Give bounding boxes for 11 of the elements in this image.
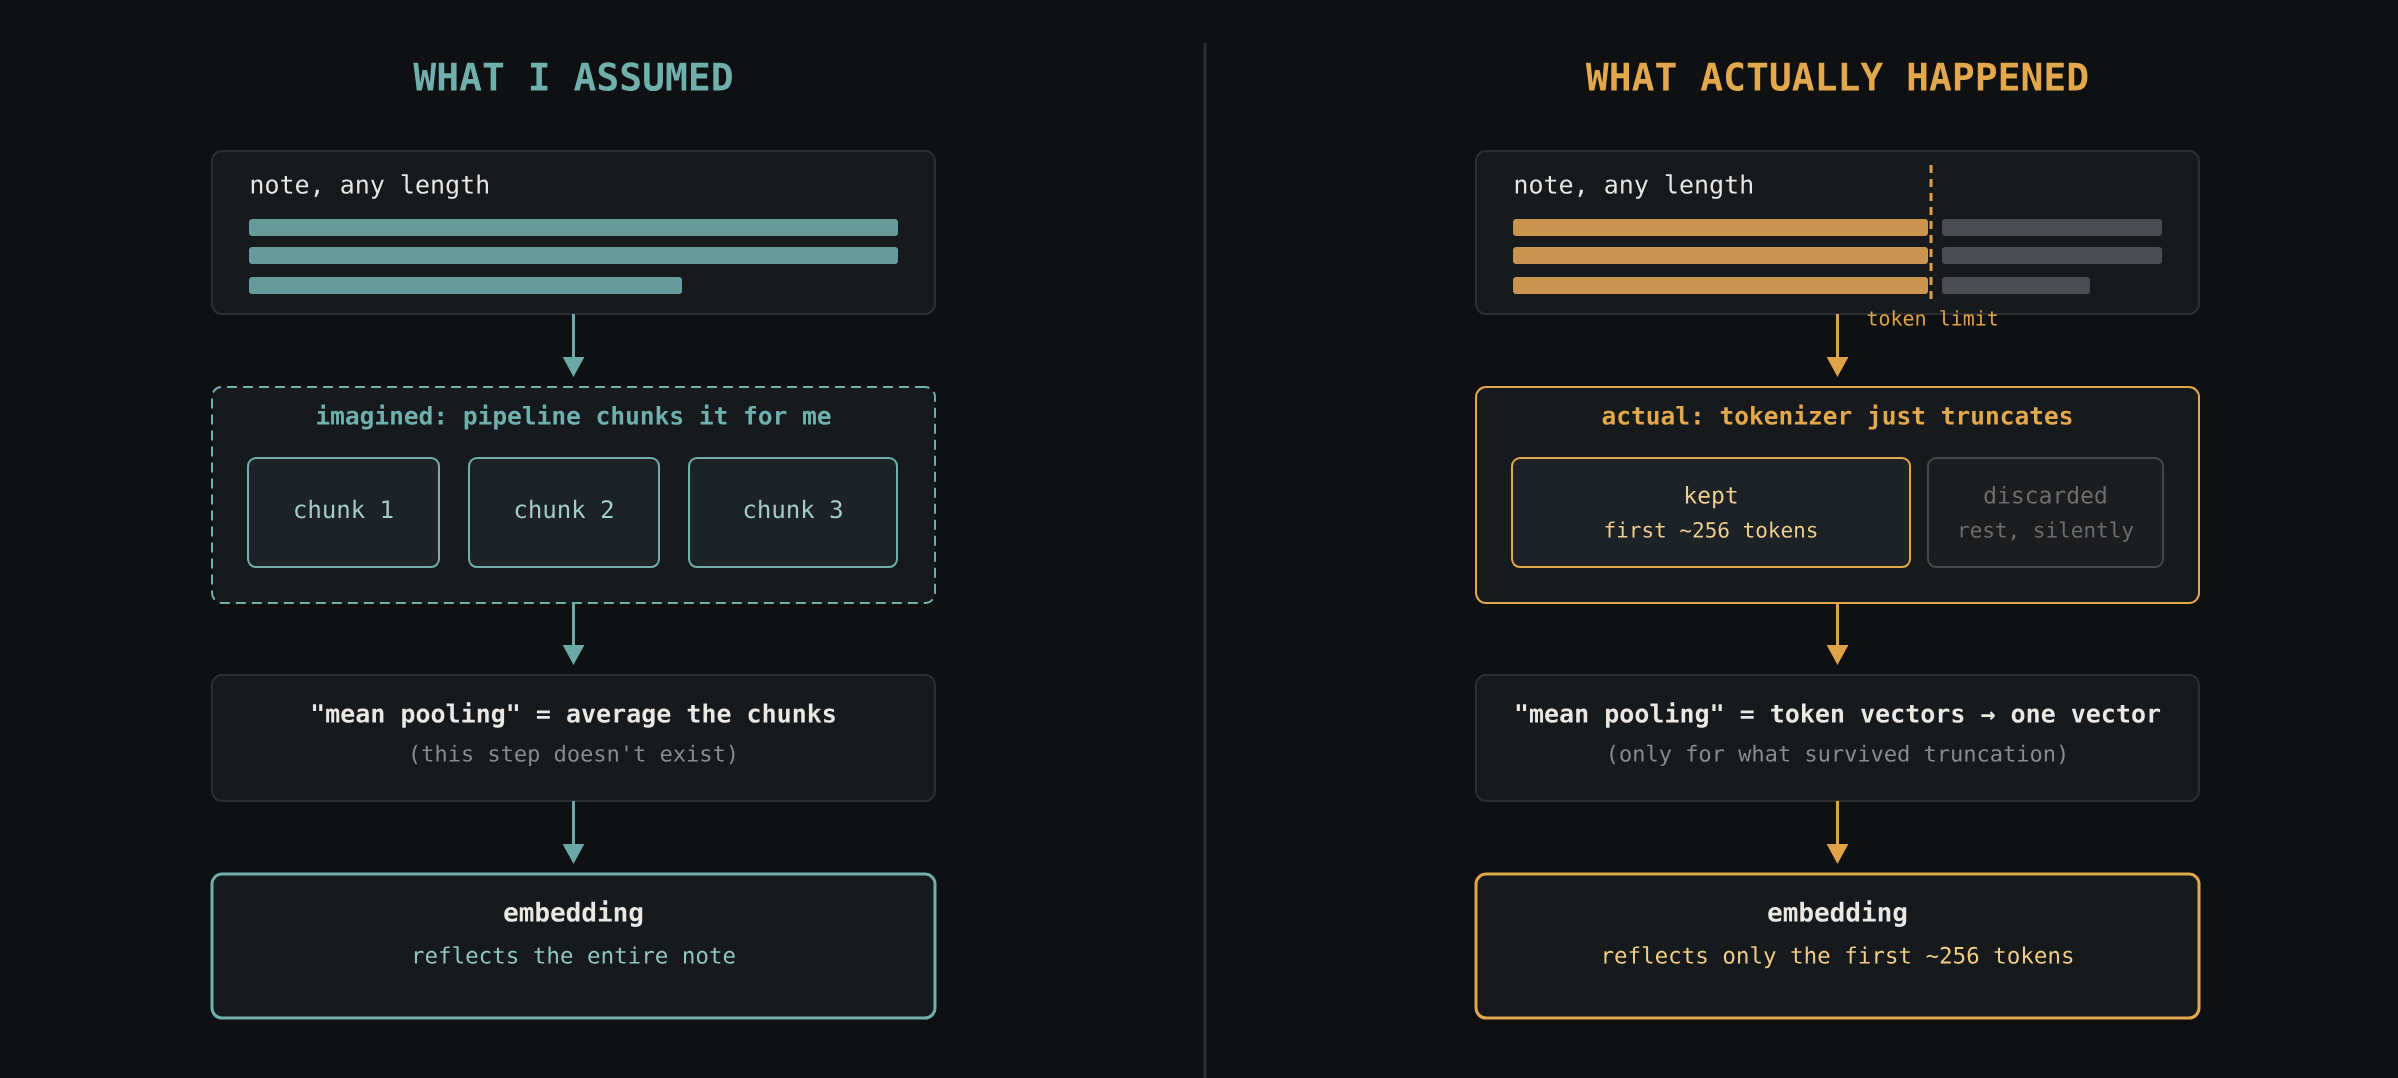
output-box: embedding reflects only the first ~256 tokens: [1474, 872, 2201, 1020]
process-box: "mean pooling" = token vectors → one vector (only for what survived truncation): [1475, 674, 2200, 802]
kept-box: kept first ~256 tokens: [1511, 457, 1911, 568]
chunk-box: chunk 1: [247, 457, 440, 568]
output-box: embedding reflects the entire note: [210, 872, 937, 1020]
panel-heading: WHAT I ASSUMED: [413, 62, 732, 91]
chunk-box: chunk 3: [688, 457, 898, 568]
panel-heading: WHAT ACTUALLY HAPPENED: [1585, 62, 2088, 91]
discarded-box: discarded rest, silently: [1927, 457, 2164, 568]
process-box: "mean pooling" = average the chunks (this step doesn't exist): [211, 674, 936, 802]
chunk-box: chunk 2: [468, 457, 660, 568]
